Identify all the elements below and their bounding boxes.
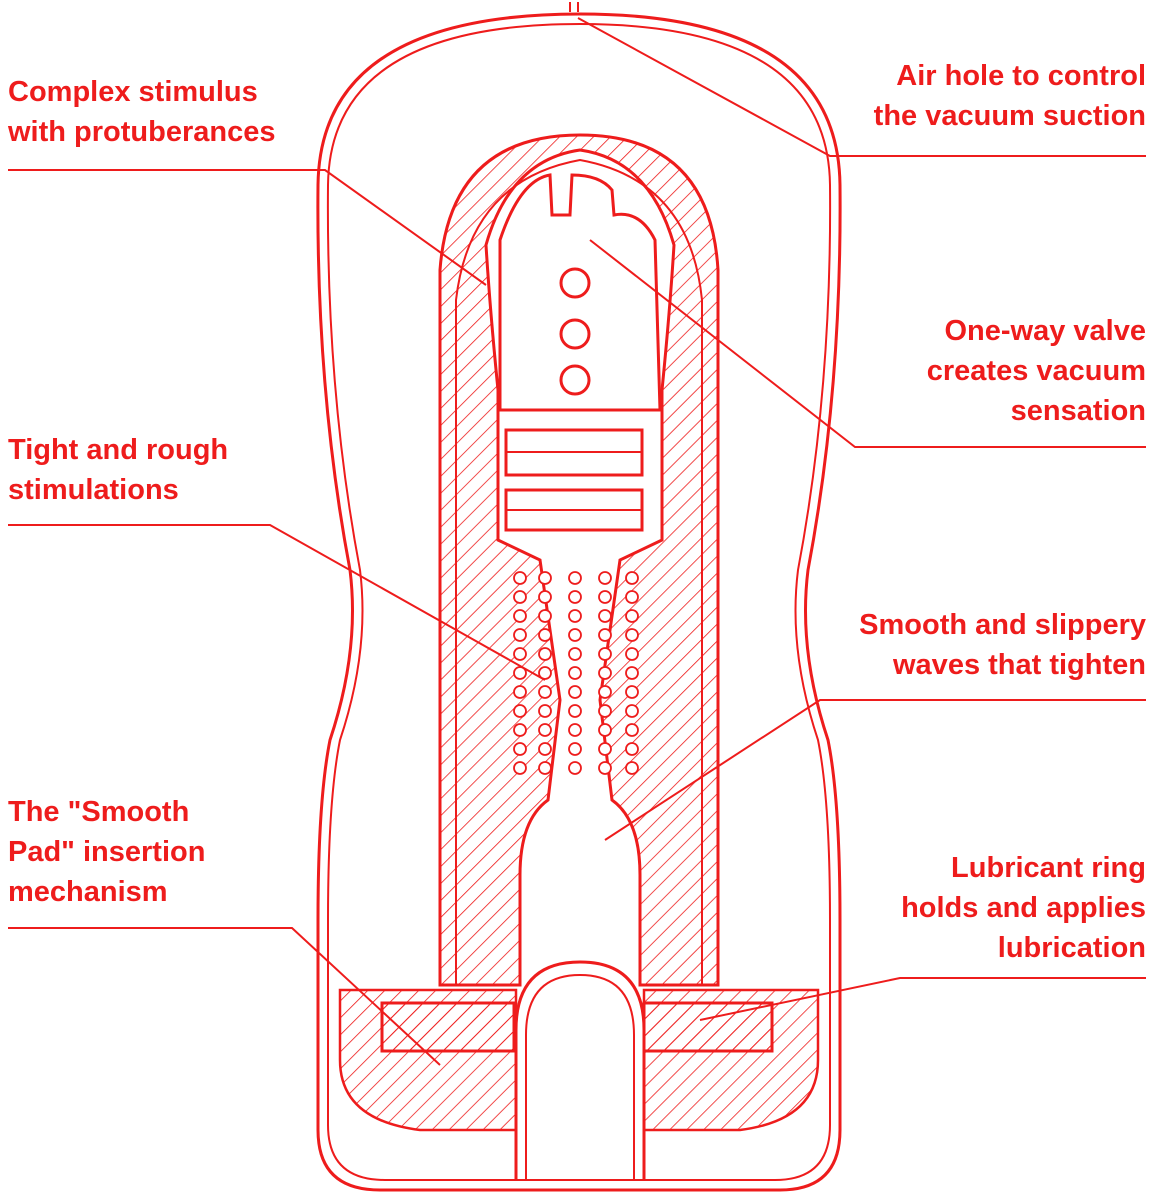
protuberance-dot — [568, 609, 582, 623]
protuberance-dot — [625, 704, 639, 718]
valve-hole-1 — [559, 267, 591, 299]
protuberance-dot — [513, 685, 527, 699]
protuberance-dot — [538, 571, 552, 585]
protuberance-dot — [568, 628, 582, 642]
leader-air-hole — [577, 17, 1146, 157]
label-tight-rough: Tight and rough stimulations — [8, 430, 228, 510]
label-smooth-waves: Smooth and slippery waves that tighten — [859, 605, 1146, 685]
leader-complex-stimulus — [8, 169, 487, 286]
protuberance-dot — [625, 647, 639, 661]
protuberance-dot — [568, 571, 582, 585]
label-line: lubrication — [997, 932, 1146, 964]
leader-one-way-valve — [589, 239, 1146, 448]
protuberance-dot — [568, 723, 582, 737]
protuberance-dot — [513, 723, 527, 737]
label-line: the vacuum suction — [873, 100, 1146, 132]
protuberance-dot — [598, 685, 612, 699]
protuberance-dot — [538, 685, 552, 699]
protuberance-dot — [568, 685, 582, 699]
protuberance-dot — [538, 761, 552, 775]
base-arch-inner — [525, 973, 635, 1180]
protuberance-dot — [625, 685, 639, 699]
protuberance-dot — [625, 761, 639, 775]
protuberance-dot — [598, 742, 612, 756]
protuberance-dot — [625, 666, 639, 680]
protuberance-dot — [513, 742, 527, 756]
protuberance-dot — [513, 609, 527, 623]
protuberance-dot — [598, 666, 612, 680]
label-line: The "Smooth — [8, 796, 190, 828]
protuberance-dot — [598, 571, 612, 585]
label-lubricant-ring: Lubricant ring holds and applies lubrica… — [901, 848, 1146, 968]
protuberance-dot — [598, 704, 612, 718]
protuberance-dot — [538, 723, 552, 737]
protuberance-dot — [598, 590, 612, 604]
label-air-hole: Air hole to control the vacuum suction — [874, 56, 1146, 136]
protuberance-dot — [538, 628, 552, 642]
protuberance-dot — [513, 761, 527, 775]
protuberance-dot — [625, 742, 639, 756]
label-one-way-valve: One-way valve creates vacuum sensation — [927, 311, 1146, 431]
label-line: mechanism — [8, 876, 168, 908]
protuberance-dot — [538, 742, 552, 756]
protuberance-dot — [568, 704, 582, 718]
valve-hole-3 — [559, 364, 591, 396]
label-line: Air hole to control — [896, 60, 1146, 92]
valve-hole-2 — [559, 318, 591, 350]
label-line: creates vacuum — [926, 355, 1146, 387]
protuberance-dot — [513, 647, 527, 661]
outer-casing — [316, 12, 842, 1192]
base-arch — [514, 960, 646, 1180]
protuberance-dot — [538, 647, 552, 661]
leader-tight-rough — [8, 524, 546, 681]
protuberance-dots — [513, 571, 639, 775]
sleeve-inner-outline — [455, 158, 703, 985]
protuberance-dot — [513, 590, 527, 604]
base-band-right — [642, 988, 820, 1132]
inner-casing — [326, 22, 832, 1181]
leader-smooth-waves — [604, 699, 1146, 841]
protuberance-dot — [538, 609, 552, 623]
label-line: Smooth and slippery — [859, 609, 1146, 641]
protuberance-dot — [625, 628, 639, 642]
leader-smooth-pad — [8, 927, 441, 1066]
protuberance-dot — [568, 761, 582, 775]
protuberance-dot — [598, 761, 612, 775]
protuberance-dot — [598, 628, 612, 642]
protuberance-dot — [513, 571, 527, 585]
label-line: Tight and rough — [8, 434, 229, 466]
protuberance-dot — [538, 704, 552, 718]
label-line: Complex stimulus — [8, 76, 258, 108]
protuberance-dot — [598, 609, 612, 623]
inner-sleeve — [438, 133, 720, 987]
protuberance-dot — [538, 590, 552, 604]
protuberance-dot — [568, 666, 582, 680]
protuberance-dot — [625, 723, 639, 737]
label-line: holds and applies — [901, 892, 1146, 924]
protuberance-dot — [513, 704, 527, 718]
label-complex-stimulus: Complex stimulus with protuberances — [8, 72, 276, 152]
label-line: sensation — [1010, 395, 1146, 427]
label-line: Pad" insertion — [8, 836, 206, 868]
label-line: with protuberances — [8, 116, 276, 148]
label-line: Lubricant ring — [951, 852, 1146, 884]
protuberance-dot — [598, 723, 612, 737]
protuberance-dot — [625, 590, 639, 604]
protuberance-dot — [625, 609, 639, 623]
label-line: waves that tighten — [893, 649, 1146, 681]
label-line: stimulations — [8, 474, 179, 506]
protuberance-dot — [568, 647, 582, 661]
leader-lubricant-ring — [699, 977, 1146, 1021]
protuberance-dot — [625, 571, 639, 585]
protuberance-dot — [513, 628, 527, 642]
base-band-left — [338, 988, 518, 1132]
label-smooth-pad: The "Smooth Pad" insertion mechanism — [8, 792, 205, 912]
protuberance-dot — [568, 742, 582, 756]
protuberance-dot — [598, 647, 612, 661]
label-line: One-way valve — [944, 315, 1147, 347]
protuberance-dot — [568, 590, 582, 604]
